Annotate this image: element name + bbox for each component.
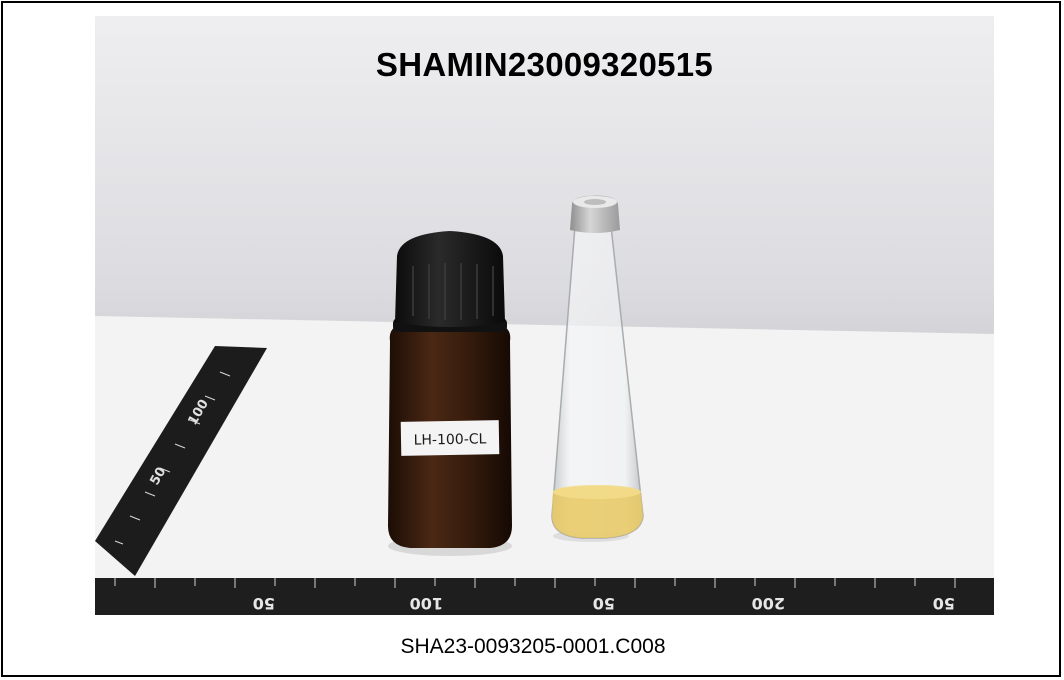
- left-ruler: 50 100: [95, 346, 267, 576]
- bottom-ruler-mark-50c: 50: [933, 594, 955, 613]
- bottom-ruler-mark-100: 100: [410, 594, 443, 613]
- sample-photo: 50 100: [95, 16, 994, 615]
- photo-caption: SHA23-0093205-0001.C008: [400, 635, 666, 658]
- bottom-ruler-mark-50a: 50: [253, 594, 275, 613]
- bottle-label-text: LH-100-CL: [414, 431, 487, 448]
- amber-bottle: LH-100-CL: [388, 231, 512, 556]
- bottom-ruler: 50 100 50 200 50: [95, 578, 994, 615]
- bottom-ruler-mark-200: 200: [752, 594, 785, 613]
- sample-id-title: SHAMIN23009320515: [375, 46, 714, 83]
- vial-liquid: [552, 486, 643, 538]
- bottle-cap: [395, 231, 505, 327]
- table-surface: [95, 316, 994, 615]
- bottle-label: [400, 420, 500, 456]
- glass-vial: [551, 195, 644, 542]
- bottom-ruler-mark-50b: 50: [593, 594, 615, 613]
